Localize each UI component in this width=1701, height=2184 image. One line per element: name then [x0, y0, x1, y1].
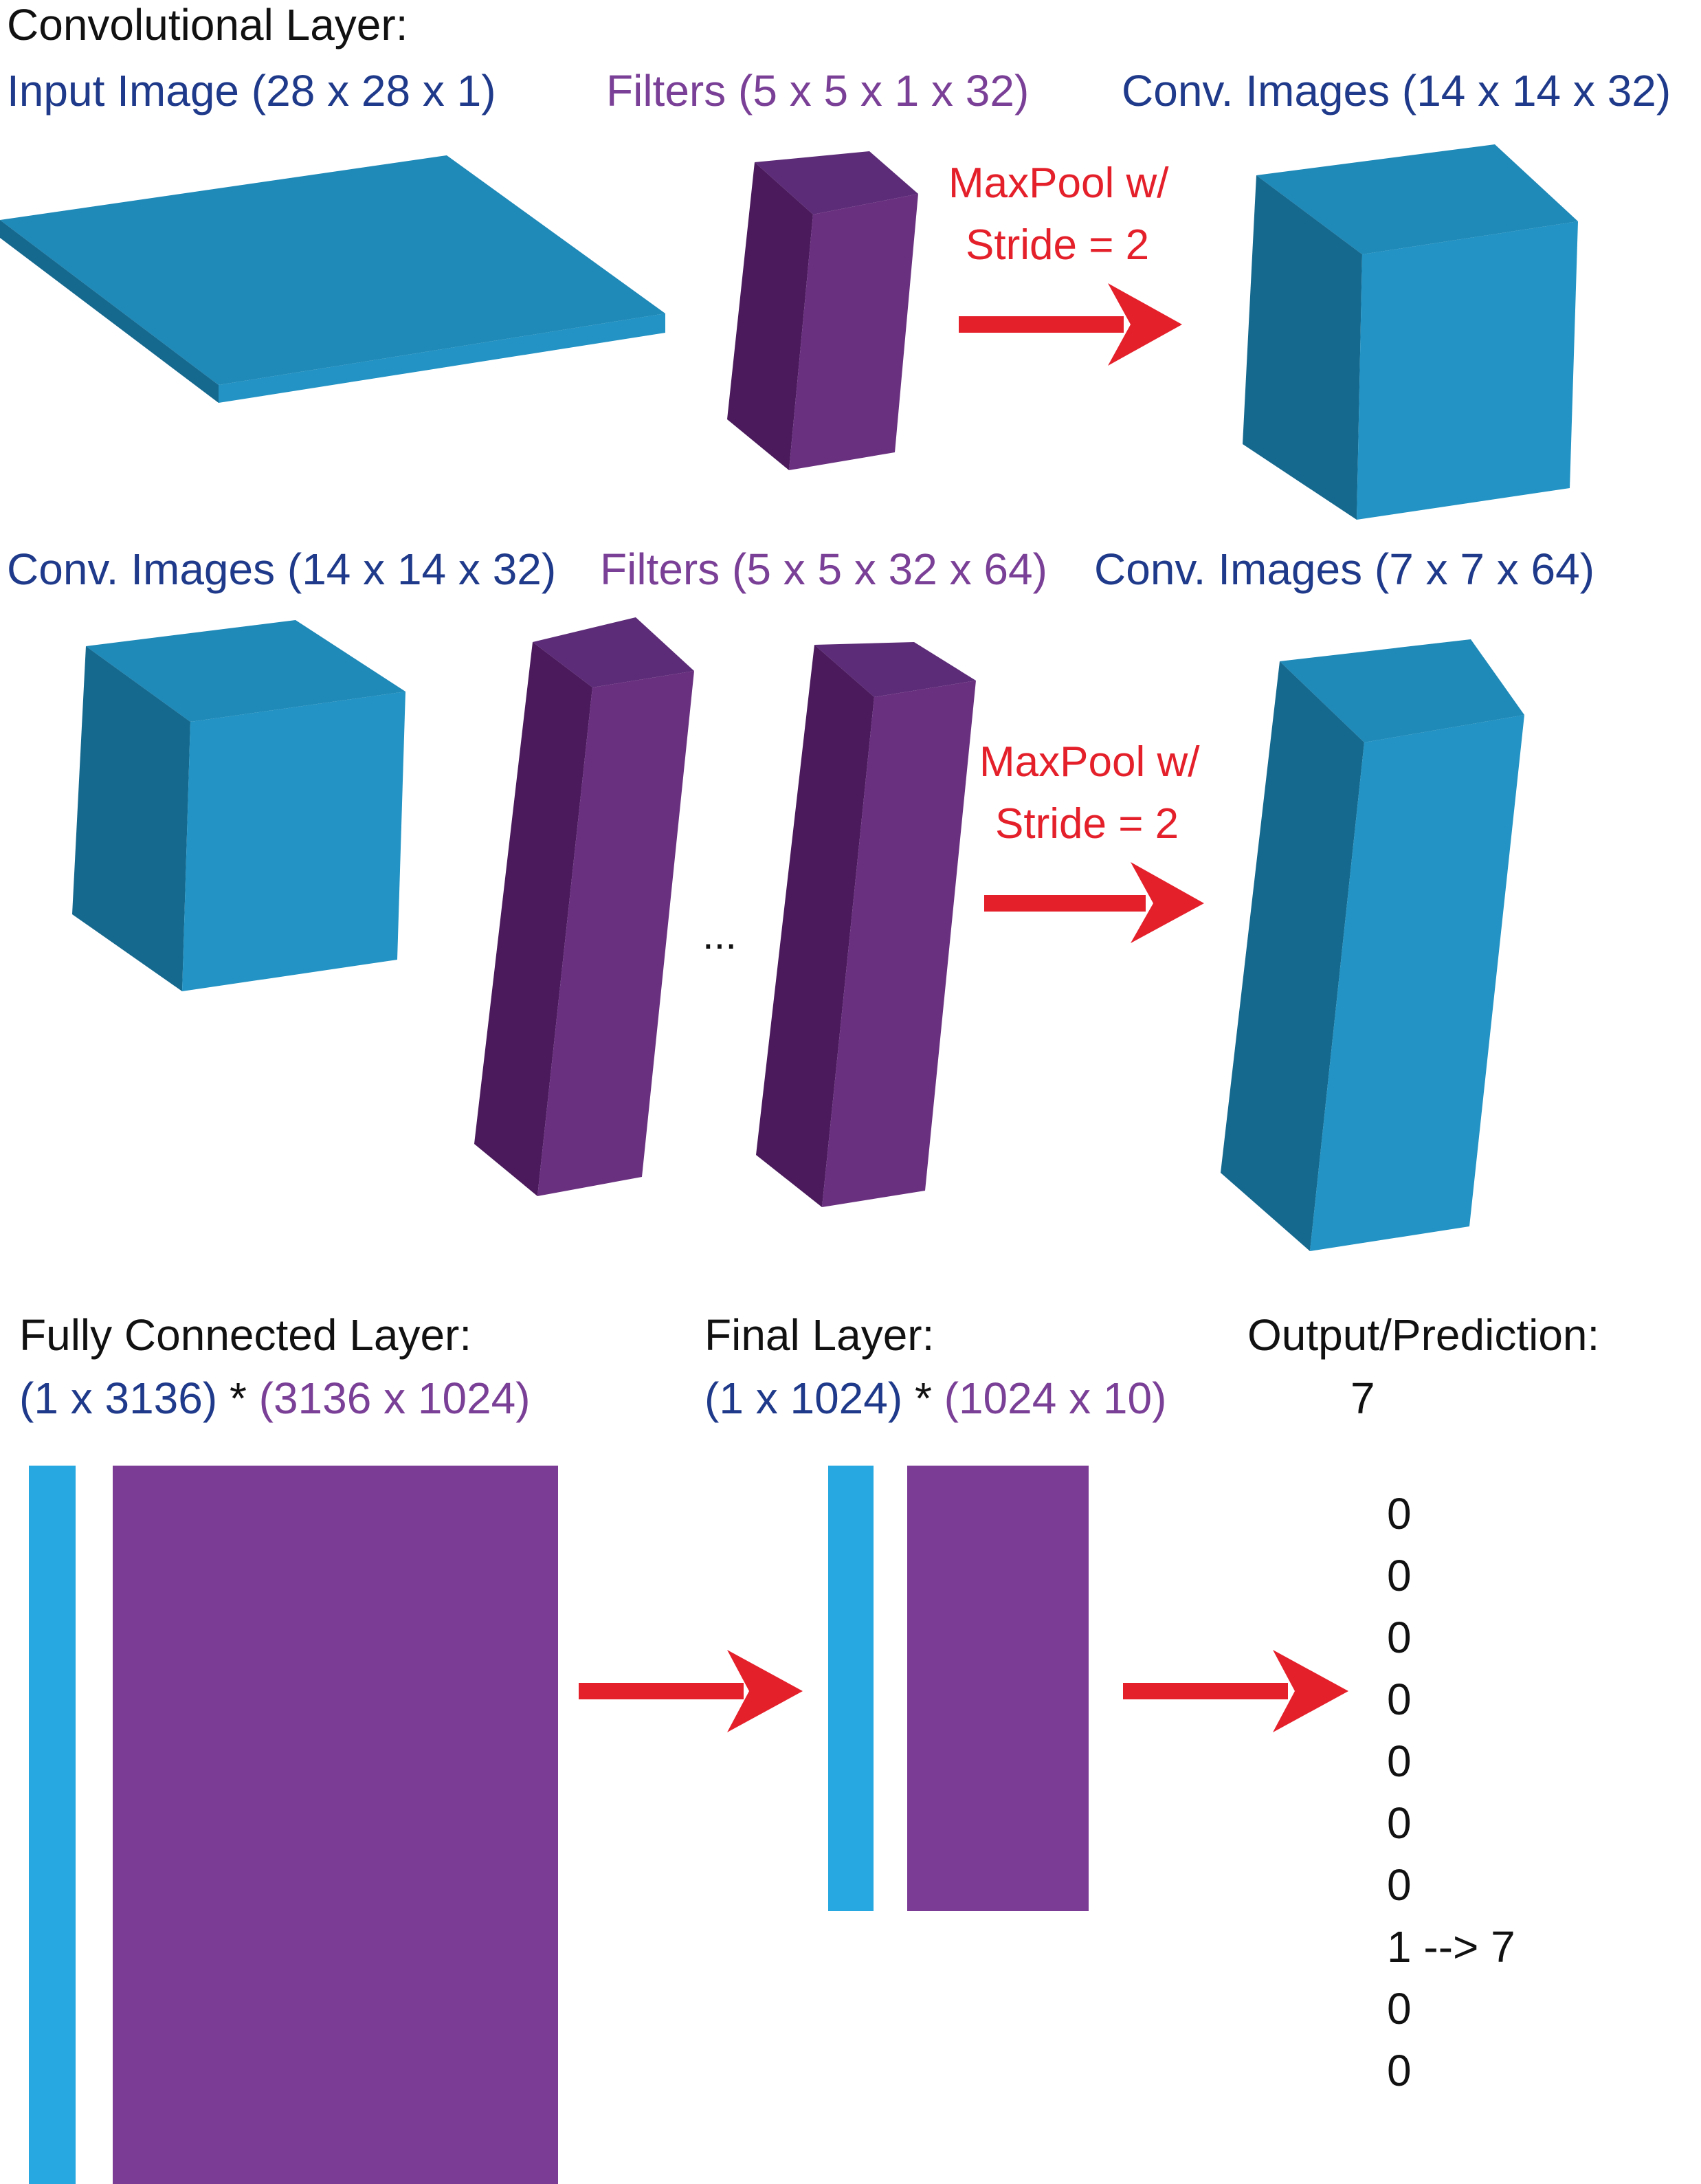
row2-maxpool-line1: MaxPool w/ [979, 738, 1200, 786]
row1-maxpool-line2: Stride = 2 [966, 221, 1150, 269]
final-section-title: Final Layer: [704, 1310, 935, 1360]
prism-front [537, 671, 694, 1196]
filter-prism-row1 [727, 151, 918, 470]
row2-filters-label: Filters (5 x 5 x 32 x 64) [600, 544, 1047, 594]
prism-top [814, 642, 976, 697]
prism-side [1221, 661, 1364, 1251]
output-vector-item: 0 [1387, 2046, 1412, 2095]
conv-section-title: Convolutional Layer: [7, 0, 408, 49]
final-dims-left: (1 x 1024) [704, 1374, 903, 1423]
input-image-slab [0, 155, 665, 403]
conv-output-prism-row2 [1221, 639, 1524, 1251]
cube-front [182, 692, 405, 991]
arrow-shaft [959, 316, 1124, 333]
final-input-vector-bar [828, 1466, 874, 1911]
row1-input-label: Input Image (28 x 28 x 1) [7, 66, 496, 115]
output-prediction: 7 [1350, 1374, 1375, 1423]
row1-maxpool-line1: MaxPool w/ [948, 159, 1169, 207]
output-vector-item: 0 [1387, 1798, 1412, 1848]
maxpool-arrow-row1 [959, 283, 1182, 366]
arrow-head [1131, 862, 1204, 943]
final-dims: (1 x 1024) * (1024 x 10) [704, 1376, 1166, 1420]
output-vector-item: 0 [1387, 1984, 1412, 2033]
prism-top [1280, 639, 1524, 742]
slab-left-edge [0, 220, 219, 403]
fc-dims: (1 x 3136) * (3136 x 1024) [19, 1376, 531, 1420]
fc-input-vector-bar [29, 1466, 76, 2184]
filter-prism-row2-last [756, 642, 976, 1207]
filter-prism-row2-first [474, 617, 694, 1196]
output-vector-item-prediction: 1 --> 7 [1387, 1922, 1515, 1972]
row2-output-label: Conv. Images (7 x 7 x 64) [1094, 544, 1594, 594]
arrow-head [1108, 283, 1182, 366]
prism-top [533, 617, 694, 687]
maxpool-arrow-row2 [984, 862, 1204, 943]
slab-front-edge [219, 313, 665, 403]
cube-top [1256, 144, 1578, 254]
fc-dims-right: (3136 x 1024) [258, 1374, 531, 1423]
output-vector-item: 0 [1387, 1675, 1412, 1724]
row2-input-label: Conv. Images (14 x 14 x 32) [7, 544, 557, 594]
prism-front [789, 194, 918, 470]
prism-side [474, 642, 592, 1196]
final-times: * [914, 1374, 932, 1423]
cube-side [72, 646, 190, 991]
filter-ellipsis: ... [702, 912, 737, 958]
output-vector-item: 0 [1387, 1613, 1412, 1662]
cube-front [1357, 221, 1578, 520]
prism-side [756, 645, 874, 1207]
fc-section-title: Fully Connected Layer: [19, 1310, 472, 1360]
prism-side [727, 162, 813, 470]
prism-front [1310, 715, 1524, 1251]
fc-dims-left: (1 x 3136) [19, 1374, 218, 1423]
arrow-head [1273, 1650, 1348, 1732]
row2-maxpool-line2: Stride = 2 [995, 800, 1179, 848]
output-section-title: Output/Prediction: [1247, 1310, 1600, 1360]
output-vector-item: 0 [1387, 1860, 1412, 1910]
arrow-shaft [579, 1683, 744, 1699]
final-weight-matrix [907, 1466, 1089, 1911]
final-to-output-arrow [1123, 1650, 1348, 1732]
row1-filters-label: Filters (5 x 5 x 1 x 32) [606, 66, 1030, 115]
cube-side [1243, 175, 1362, 520]
fc-to-final-arrow [579, 1650, 803, 1732]
fc-times: * [229, 1374, 247, 1423]
row1-output-label: Conv. Images (14 x 14 x 32) [1122, 66, 1671, 115]
output-vector-item: 0 [1387, 1489, 1412, 1538]
arrow-head [727, 1650, 803, 1732]
output-vector-item: 0 [1387, 1551, 1412, 1600]
conv-input-cube-row2 [72, 620, 405, 991]
cube-top [86, 620, 405, 722]
slab-top [0, 155, 665, 385]
conv-output-cube-row1 [1243, 144, 1578, 520]
output-vector-item: 0 [1387, 1736, 1412, 1786]
fc-layer-blocks [29, 1466, 558, 2184]
prism-top [755, 151, 918, 214]
prism-front [822, 681, 976, 1207]
final-layer-blocks [828, 1466, 1089, 1911]
arrow-shaft [984, 895, 1146, 912]
fc-weight-matrix [113, 1466, 558, 2184]
final-dims-right: (1024 x 10) [944, 1374, 1167, 1423]
arrow-shaft [1123, 1683, 1288, 1699]
